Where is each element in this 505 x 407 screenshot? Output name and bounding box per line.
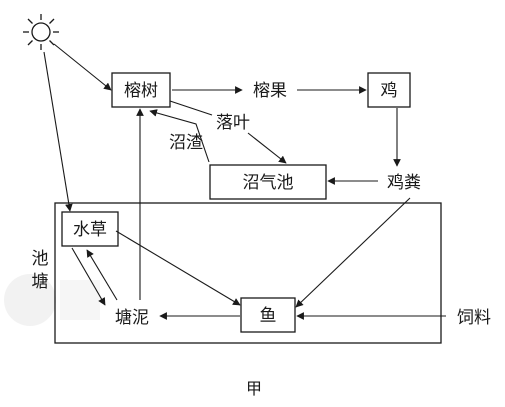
arrow-manure-fish [295, 197, 411, 308]
arrow-grass-mud [71, 247, 106, 306]
watermark [4, 274, 100, 326]
label-banyan-fruit: 榕果 [253, 81, 287, 101]
label-biogas-residue: 沼渣 [169, 133, 203, 153]
label-feed: 饲料 [457, 308, 491, 328]
label-fallen-leaves: 落叶 [216, 113, 250, 133]
label-biogas-pit: 沼气池 [243, 173, 294, 193]
label-chicken-manure: 鸡粪 [387, 173, 421, 193]
arrow-residue-banyan [149, 109, 210, 163]
sun-icon [23, 14, 59, 50]
label-pond-mud: 塘泥 [115, 308, 149, 328]
arrow-mud-grass [86, 249, 118, 301]
arrow-grass-fish [115, 230, 241, 306]
arrow-sun-water-grass [43, 51, 73, 212]
label-pond-2: 塘 [32, 272, 49, 292]
flow-arrows [43, 43, 446, 320]
label-fish: 鱼 [260, 306, 277, 326]
arrow-leaves-biogas-pit [247, 132, 287, 164]
node-banyan-box [111, 72, 171, 108]
label-water-grass: 水草 [73, 220, 107, 240]
pond-frame [54, 202, 442, 344]
node-fish-box [240, 297, 296, 333]
label-pond-1: 池 [32, 249, 49, 269]
label-banyan: 榕树 [124, 81, 158, 101]
node-biogas-pit-box [209, 164, 327, 200]
node-water-grass-box [61, 211, 119, 247]
node-chicken-box [367, 72, 411, 108]
arrow-sun-banyan [53, 43, 112, 91]
figure-caption: 甲 [246, 379, 262, 398]
arrow-banyan-leaves [169, 100, 213, 116]
label-chicken: 鸡 [381, 81, 398, 101]
